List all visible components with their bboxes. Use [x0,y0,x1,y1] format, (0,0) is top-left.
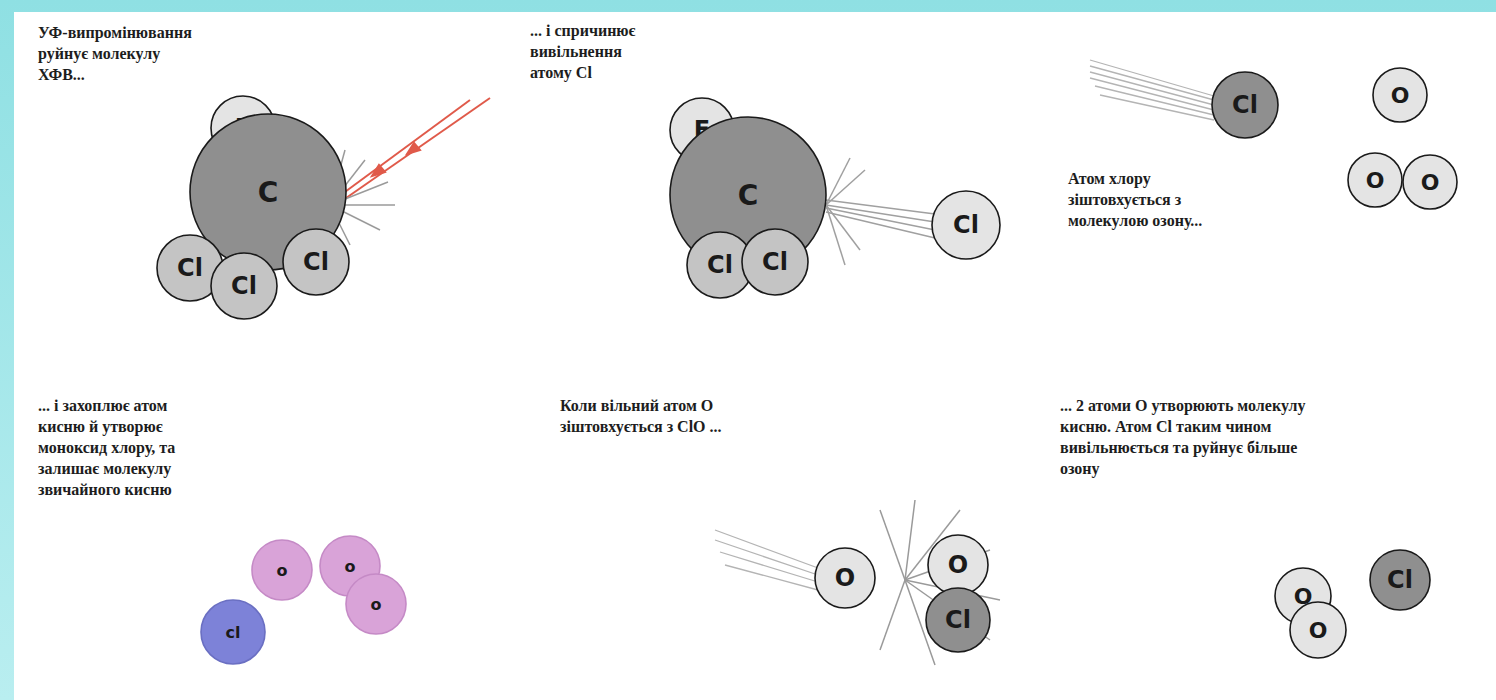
step-caption: ... і захоплює атом кисню й утворює моно… [38,395,213,500]
atom-symbol: Cl [924,586,992,654]
atom-circle: Cl [1368,548,1432,612]
atom-circle: Cl [930,189,1002,261]
atom-symbol: O [1371,66,1429,124]
atom-symbol: O [1401,153,1459,211]
atom-circle: O [1401,153,1459,211]
step-caption: ... 2 атоми O утворюють молекулу кисню. … [1060,395,1315,479]
atom-circle: Cl [209,251,279,321]
atom-circle: O [1371,66,1429,124]
step-caption: Коли вільний атом O зіштовхується з ClO … [560,395,760,437]
collision-burst [880,500,1000,665]
step-caption: Атом хлору зіштовхується з молекулою озо… [1068,168,1228,231]
atom-symbol: O [1346,151,1404,209]
atom-circle: Cl [1210,70,1280,140]
atom-circle: Cl [281,227,351,297]
release-lines [826,158,935,265]
atom-circle: o [344,572,408,636]
atom-symbol: Cl [1210,70,1280,140]
atom-symbol: o [344,572,408,636]
atom-circle: O [1288,600,1348,660]
step-caption: ... і спричинює вивільнення атому Cl [530,20,665,83]
atom-circle: O [813,546,877,610]
uv-rays [334,98,490,205]
atom-circle: O [1346,151,1404,209]
atom-symbol: cl [199,598,267,666]
atom-circle: o [250,538,314,602]
atom-symbol: Cl [1368,548,1432,612]
atom-symbol: Cl [281,227,351,297]
atom-symbol: Cl [740,227,810,297]
atom-symbol: o [250,538,314,602]
atom-symbol: O [813,546,877,610]
atom-circle: Cl [740,227,810,297]
step-caption: УФ-випромінювання руйнує молекулу ХФВ... [38,22,203,85]
atom-symbol: O [1288,600,1348,660]
atom-circle: cl [199,598,267,666]
atom-circle: Cl [924,586,992,654]
atom-symbol: Cl [930,189,1002,261]
atom-symbol: Cl [209,251,279,321]
